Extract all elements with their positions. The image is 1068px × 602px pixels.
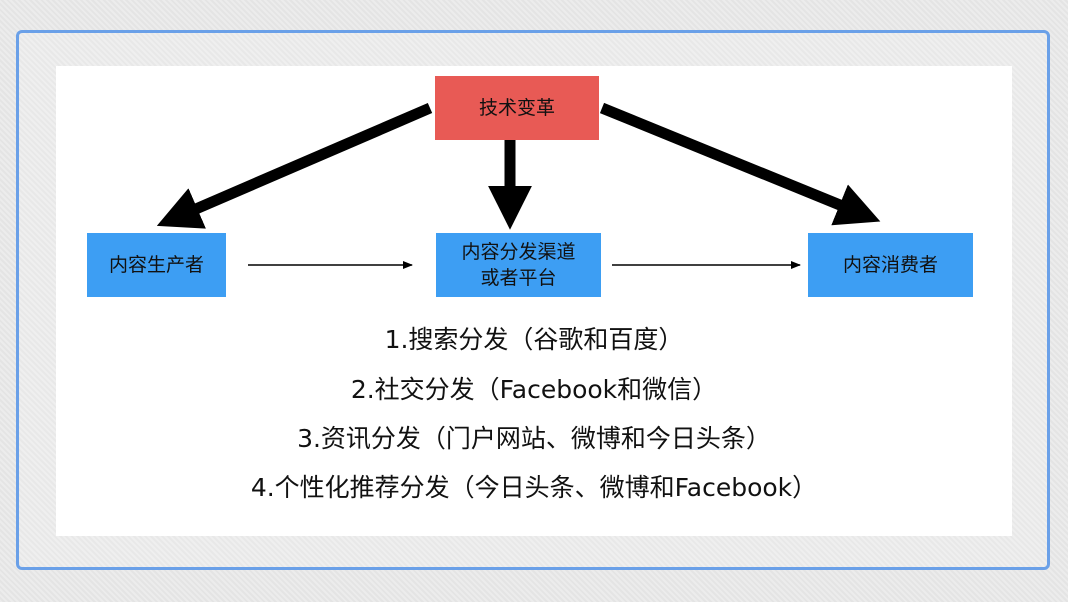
method-item-4: 4.个性化推荐分发（今日头条、微博和Facebook）	[250, 473, 818, 502]
distribution-label-line2: 或者平台	[480, 267, 557, 289]
producer-label: 内容生产者	[108, 254, 204, 276]
tech-change-label: 技术变革	[478, 97, 555, 119]
tech-change-box: 技术变革	[435, 76, 599, 140]
producer-box: 内容生产者	[87, 233, 226, 297]
consumer-box: 内容消费者	[808, 233, 973, 297]
distribution-label-line1: 内容分发渠道	[461, 241, 576, 263]
method-item-2: 2.社交分发（Facebook和微信）	[350, 375, 718, 404]
method-item-3: 3.资讯分发（门户网站、微博和今日头条）	[297, 424, 771, 453]
arrow-tech-to-consumer	[599, 102, 881, 226]
distribution-box: 内容分发渠道 或者平台	[436, 233, 601, 297]
content-panel	[56, 66, 1012, 536]
arrow-tech-to-producer	[156, 102, 433, 229]
consumer-label: 内容消费者	[842, 254, 938, 276]
method-item-1: 1.搜索分发（谷歌和百度）	[384, 325, 684, 354]
